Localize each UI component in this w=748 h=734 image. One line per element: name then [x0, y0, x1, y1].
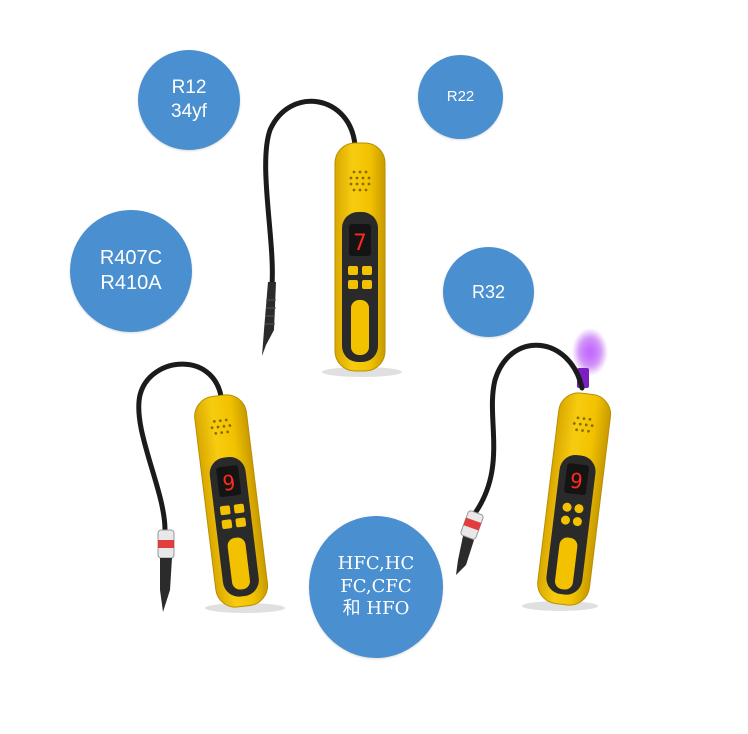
leak-detector-top: 7 [262, 98, 402, 377]
refrigerant-bubble-r12-34yf: R12 34yf [138, 50, 240, 150]
leak-detector-right-uv: 9 [456, 328, 612, 611]
display-digit: 9 [221, 470, 236, 495]
refrigerant-bubble-r407c-r410a: R407C R410A [70, 210, 192, 332]
bubble-line: R32 [471, 281, 506, 302]
bubble-line: 34yf [171, 101, 207, 122]
refrigerant-bubble-hfc-hc-fc-cfc-hfo: HFC,HC FC,CFC 和 HFO [309, 516, 443, 658]
bubble-line: FC,CFC [340, 575, 412, 597]
bubble-line: R22 [446, 87, 475, 105]
bubble-line: R410A [100, 272, 162, 294]
display-digit: 9 [569, 468, 584, 493]
refrigerant-bubble-r32: R32 [443, 247, 534, 337]
bubble-line: R407C [99, 247, 163, 269]
leak-detector-left: 9 [136, 361, 285, 613]
bubble-line: 和 HFO [342, 598, 410, 620]
uv-glow [572, 328, 608, 376]
bubble-line: R12 [171, 77, 207, 99]
display-digit: 7 [353, 231, 366, 256]
refrigerant-bubble-r22: R22 [418, 55, 503, 139]
bubble-line: HFC,HC [337, 553, 415, 575]
